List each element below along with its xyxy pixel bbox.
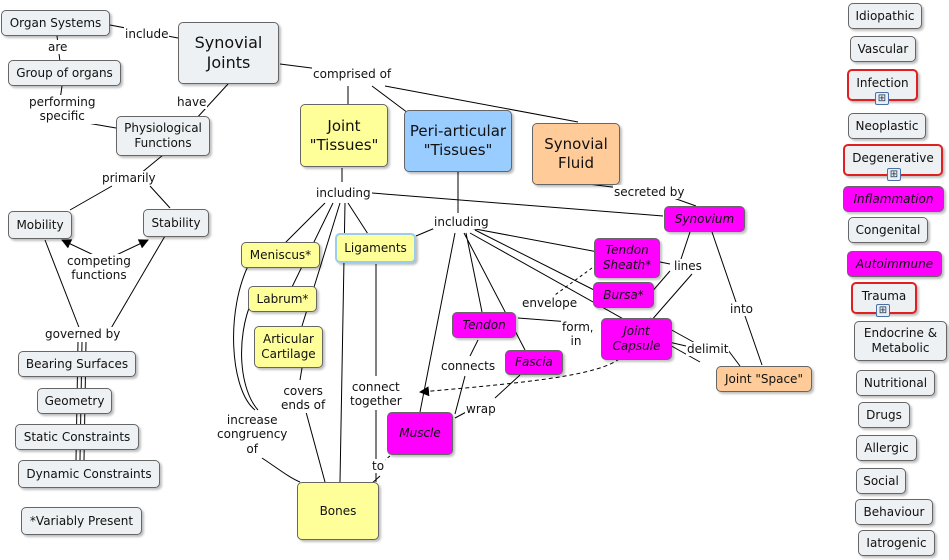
edge-synovial-have: [194, 83, 229, 121]
label-performing-specific: performing specific: [28, 95, 97, 124]
edge-including-synovium: [371, 192, 664, 217]
node-joint-tissues[interactable]: Joint "Tissues": [300, 104, 388, 167]
sidebar-vascular[interactable]: Vascular: [850, 36, 916, 62]
edge-connects-muscle: [454, 375, 466, 415]
label-including-2: including: [433, 215, 490, 230]
node-bearing-surfaces[interactable]: Bearing Surfaces: [18, 351, 136, 377]
attachment-icon[interactable]: ⊞: [875, 92, 889, 105]
attachment-icon[interactable]: ⊞: [887, 168, 901, 181]
label-envelope: envelope: [521, 296, 579, 311]
sidebar-inflammation[interactable]: Inflammation: [843, 186, 944, 212]
label-connect-together: connect together: [349, 380, 403, 409]
node-group-of-organs[interactable]: Group of organs: [8, 60, 121, 86]
sidebar-congenital[interactable]: Congenital: [848, 217, 928, 243]
label-competing-functions: competing functions: [66, 254, 132, 283]
edge-covers-bones: [299, 367, 326, 483]
sidebar-social[interactable]: Social: [856, 468, 906, 494]
node-labrum[interactable]: Labrum*: [248, 286, 317, 312]
sidebar-allergic[interactable]: Allergic: [856, 435, 917, 461]
node-muscle[interactable]: Muscle: [387, 412, 453, 455]
node-variably-present[interactable]: *Variably Present: [21, 507, 142, 535]
label-comprised-of: comprised of: [312, 67, 393, 82]
node-mobility[interactable]: Mobility: [8, 211, 72, 239]
label-form-in: form in: [561, 320, 591, 349]
node-organ-systems[interactable]: Organ Systems: [1, 10, 110, 36]
node-tendon[interactable]: Tendon: [452, 312, 516, 338]
node-dynamic-constraints[interactable]: Dynamic Constraints: [18, 460, 160, 488]
edge-increase-congruency: [233, 261, 301, 483]
label-to: to: [371, 459, 386, 474]
label-delimit: delimit: [686, 342, 730, 357]
sidebar-behaviour[interactable]: Behaviour: [855, 499, 933, 525]
sidebar-iatrogenic[interactable]: Iatrogenic: [858, 530, 935, 556]
edge-synovium-into: [711, 231, 763, 366]
edge-tendon-connects: [469, 339, 479, 357]
node-physiological-functions[interactable]: Physiological Functions: [116, 116, 210, 156]
node-periarticular-tissues[interactable]: Peri-articular "Tissues": [404, 110, 512, 172]
label-into: into: [729, 302, 754, 317]
label-lines: lines: [673, 259, 703, 274]
sidebar-autoimmune[interactable]: Autoimmune: [847, 251, 942, 277]
edge-including-ligaments: [415, 227, 436, 237]
node-tendon-sheath[interactable]: Tendon Sheath*: [594, 238, 660, 278]
label-covers-ends-of: covers ends of: [280, 384, 327, 413]
node-meniscus[interactable]: Meniscus*: [241, 242, 320, 268]
node-geometry[interactable]: Geometry: [37, 388, 112, 414]
label-primarily: primarily: [101, 171, 157, 186]
edge-stability-down: [109, 235, 166, 331]
node-fascia[interactable]: Fascia: [505, 350, 563, 375]
label-wrap: wrap: [465, 402, 497, 417]
node-joint-space[interactable]: Joint "Space": [716, 366, 812, 392]
node-joint-capsule[interactable]: Joint Capsule: [601, 318, 672, 360]
label-connects: connects: [440, 359, 497, 374]
node-synovium[interactable]: Synovium: [664, 206, 745, 232]
label-have: have: [176, 95, 208, 110]
sidebar-idiopathic[interactable]: Idiopathic: [848, 3, 922, 29]
edge-mobility-down: [44, 239, 81, 331]
sidebar-neoplastic[interactable]: Neoplastic: [848, 113, 926, 139]
node-bones[interactable]: Bones: [297, 482, 379, 540]
label-increase-congruency-of: increase congruency of: [216, 413, 289, 457]
node-static-constraints[interactable]: Static Constraints: [15, 424, 139, 450]
node-bursa[interactable]: Bursa*: [593, 282, 654, 308]
sidebar-drugs[interactable]: Drugs: [858, 402, 910, 428]
edge-peri-branches: [419, 227, 701, 413]
attachment-icon[interactable]: ⊞: [876, 304, 890, 317]
label-include: include: [124, 27, 170, 42]
label-are: are: [47, 40, 69, 55]
node-synovial-joints[interactable]: Synovial Joints: [178, 22, 279, 84]
node-ligaments[interactable]: Ligaments: [335, 233, 416, 263]
node-stability[interactable]: Stability: [143, 209, 209, 237]
node-synovial-fluid[interactable]: Synovial Fluid: [532, 123, 620, 185]
sidebar-endocrine-metabolic[interactable]: Endocrine & Metabolic: [854, 321, 947, 361]
sidebar-nutritional[interactable]: Nutritional: [856, 370, 935, 396]
node-articular-cartilage[interactable]: Articular Cartilage: [254, 326, 323, 368]
label-governed-by: governed by: [44, 327, 122, 342]
label-including-1: including: [315, 186, 372, 201]
label-secreted-by: secreted by: [613, 185, 686, 200]
edge-comprised-branches: [347, 85, 579, 123]
